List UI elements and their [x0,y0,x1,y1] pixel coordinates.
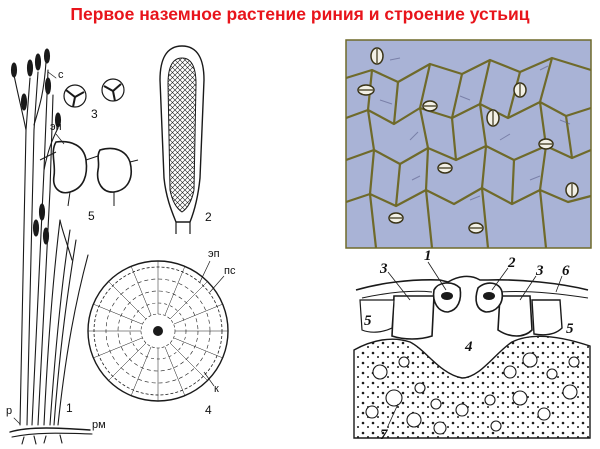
label-rhizoid: р [6,405,13,417]
label-ps: пс [224,265,236,277]
stoma-label-5-right: 5 [566,321,574,337]
label-k: к [214,383,219,395]
fig-number-4: 4 [205,403,212,417]
label-rhizome: рм [92,419,106,431]
fig-number-1: 1 [66,401,73,415]
stoma-label-1: 1 [424,248,432,264]
fig-number-2: 2 [205,210,212,224]
stoma-label-3-right: 3 [536,263,544,279]
stoma-label-4: 4 [465,339,473,355]
label-epidermis-small: эп [50,121,62,133]
figure-title: Первое наземное растение риния и строени… [70,4,530,24]
stoma-label-6: 6 [562,263,570,279]
stoma-label-5-left: 5 [364,313,372,329]
stoma-label-7: 7 [380,427,388,443]
stoma-label-2: 2 [508,255,516,271]
label-sporangium: с [58,69,64,81]
fig-number-5: 5 [88,209,95,223]
stoma-label-3-left: 3 [380,261,388,277]
label-epidermis: эп [208,248,220,260]
fig-number-3: 3 [91,107,98,121]
